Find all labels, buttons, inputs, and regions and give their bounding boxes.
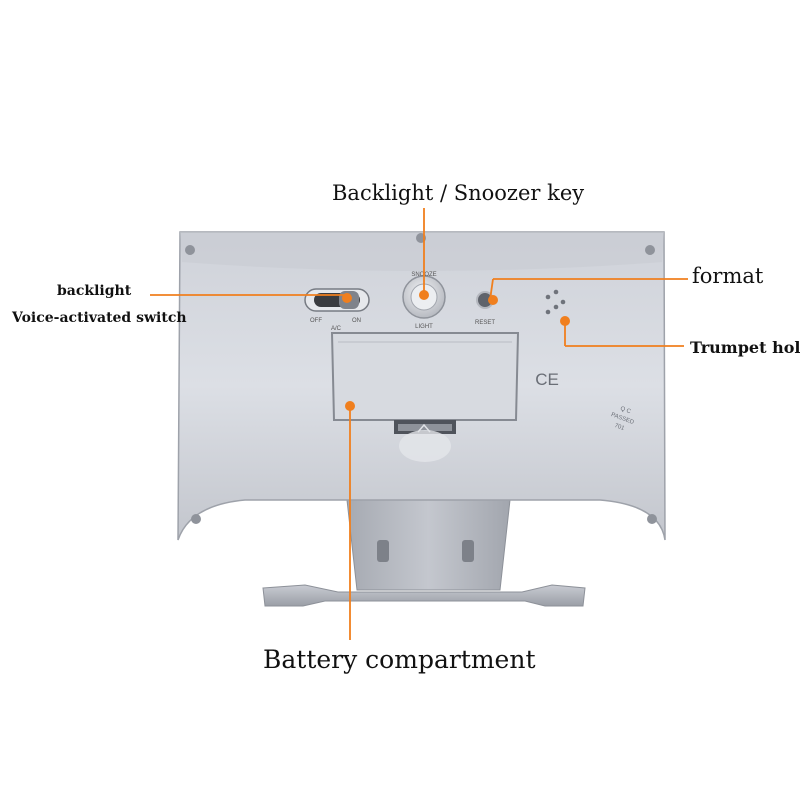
label-trumpet-hole: Trumpet hole <box>690 338 800 357</box>
screw-icon <box>647 514 657 524</box>
stand <box>346 499 511 591</box>
label-format: format <box>692 264 764 288</box>
screw-icon <box>191 514 201 524</box>
stand-foot <box>262 584 586 607</box>
svg-text:701: 701 <box>614 423 626 432</box>
callout-dots <box>342 290 570 411</box>
ce-mark-icon: CE <box>535 370 559 389</box>
voice-switch[interactable] <box>304 288 370 312</box>
label-battery-compartment: Battery compartment <box>263 645 536 674</box>
label-backlight: backlight <box>57 283 132 299</box>
battery-compartment-lid[interactable] <box>330 332 520 421</box>
lid-latch[interactable] <box>394 420 456 434</box>
callout-leader-lines <box>150 208 688 640</box>
svg-text:Q C: Q C <box>619 406 632 416</box>
screw-icon <box>645 245 655 255</box>
speaker-holes-icon <box>545 289 566 315</box>
reset-label: RESET <box>475 320 495 326</box>
lid-reflection <box>399 430 451 462</box>
label-snooze-key: Backlight / Snoozer key <box>332 181 585 205</box>
light-label: LIGHT <box>415 324 433 330</box>
label-voice-switch: Voice-activated switch <box>12 310 187 326</box>
svg-text:CE: CE <box>535 370 559 389</box>
switch-on-label: ON <box>352 318 361 324</box>
screw-icon <box>185 245 195 255</box>
switch-ac-label: A/C <box>331 326 342 332</box>
switch-off-label: OFF <box>310 318 322 324</box>
